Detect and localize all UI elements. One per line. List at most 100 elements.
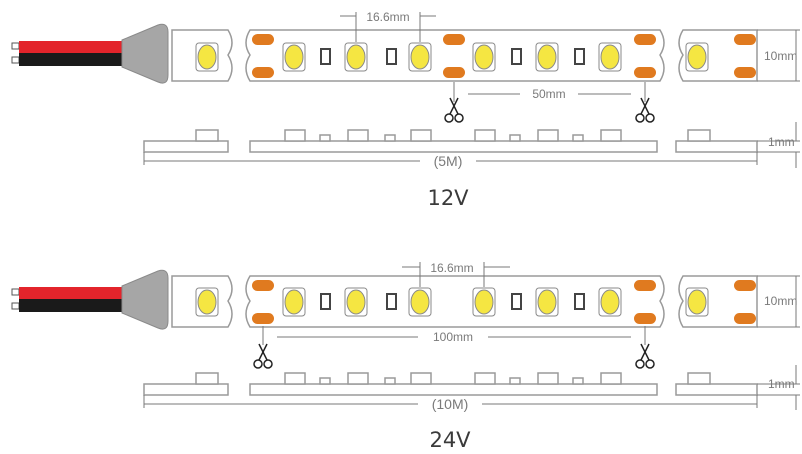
led-frame bbox=[408, 42, 432, 72]
scissors-icon bbox=[635, 343, 655, 369]
cut-interval-dimension bbox=[262, 326, 646, 345]
resistor bbox=[386, 293, 397, 310]
resistor bbox=[320, 293, 331, 310]
led-chip bbox=[197, 289, 217, 315]
length-label: (10M) bbox=[432, 396, 469, 412]
solder-pad bbox=[734, 67, 756, 78]
led-pitch-label: 16.6mm bbox=[430, 261, 473, 275]
width-dimension bbox=[757, 275, 800, 328]
voltage-label: 24V bbox=[429, 428, 471, 452]
resistor bbox=[574, 48, 585, 65]
led-pitch-label: 16.6mm bbox=[366, 10, 409, 24]
wire-tip-black bbox=[11, 302, 20, 310]
wire-red bbox=[19, 41, 127, 53]
led-frame bbox=[344, 287, 368, 317]
solder-pad bbox=[252, 67, 274, 78]
width-label: 10mm bbox=[764, 49, 797, 63]
solder-pad bbox=[634, 313, 656, 324]
led-frame bbox=[535, 287, 559, 317]
cut-interval-dimension bbox=[453, 82, 646, 102]
resistor bbox=[386, 48, 397, 65]
solder-pad bbox=[443, 67, 465, 78]
solder-pad bbox=[634, 280, 656, 291]
wire-red bbox=[19, 287, 127, 299]
solder-pad bbox=[634, 34, 656, 45]
thickness-label: 1mm bbox=[768, 135, 795, 149]
thickness-dimension bbox=[757, 365, 800, 410]
width-label: 10mm bbox=[764, 294, 797, 308]
led-chip bbox=[284, 289, 304, 315]
solder-pad bbox=[734, 313, 756, 324]
led-frame bbox=[195, 42, 219, 72]
resistor bbox=[511, 48, 522, 65]
wire-black bbox=[19, 53, 127, 66]
led-frame bbox=[685, 287, 709, 317]
led-chip bbox=[600, 289, 620, 315]
led-chip bbox=[284, 44, 304, 70]
solder-pad bbox=[443, 34, 465, 45]
led-chip bbox=[687, 44, 707, 70]
led-chip bbox=[410, 289, 430, 315]
width-dimension bbox=[757, 29, 800, 82]
solder-pad bbox=[252, 280, 274, 291]
side-profile bbox=[143, 372, 758, 396]
wire-tip-red bbox=[11, 288, 20, 296]
wire-tip-black bbox=[11, 56, 20, 64]
variant-12v: 16.6mm 50mm 10mm bbox=[11, 10, 800, 210]
cut-interval-label: 100mm bbox=[433, 330, 473, 344]
solder-pad bbox=[252, 313, 274, 324]
side-profile bbox=[143, 129, 758, 153]
connector-boot bbox=[121, 269, 169, 330]
led-pitch-dimension bbox=[402, 262, 510, 287]
resistor bbox=[320, 48, 331, 65]
led-chip bbox=[197, 44, 217, 70]
led-chip bbox=[600, 44, 620, 70]
led-chip bbox=[537, 44, 557, 70]
cut-interval-label: 50mm bbox=[532, 87, 565, 101]
led-chip bbox=[346, 44, 366, 70]
scissors-icon bbox=[253, 343, 273, 369]
led-chip bbox=[474, 44, 494, 70]
led-frame bbox=[195, 287, 219, 317]
solder-pad bbox=[734, 280, 756, 291]
led-frame bbox=[535, 42, 559, 72]
led-frame bbox=[598, 42, 622, 72]
scissors-icon bbox=[444, 97, 464, 123]
wire-connector bbox=[11, 269, 169, 330]
solder-pad bbox=[634, 67, 656, 78]
led-frame bbox=[282, 287, 306, 317]
led-chip bbox=[537, 289, 557, 315]
led-frame bbox=[344, 42, 368, 72]
led-frame bbox=[685, 42, 709, 72]
wire-tip-red bbox=[11, 42, 20, 50]
led-pitch-dimension bbox=[340, 12, 436, 42]
led-frame bbox=[598, 287, 622, 317]
thickness-label: 1mm bbox=[768, 377, 795, 391]
length-label: (5M) bbox=[434, 153, 463, 169]
led-row bbox=[195, 42, 709, 72]
length-dimension bbox=[143, 395, 758, 408]
led-frame bbox=[408, 287, 432, 317]
led-frame bbox=[472, 42, 496, 72]
wire-connector bbox=[11, 23, 169, 84]
connector-boot bbox=[121, 23, 169, 84]
variant-24v: 16.6mm 100mm 10mm bbox=[11, 261, 800, 452]
led-chip bbox=[474, 289, 494, 315]
solder-pad bbox=[734, 34, 756, 45]
thickness-dimension bbox=[757, 122, 800, 168]
led-frame bbox=[282, 42, 306, 72]
length-dimension bbox=[143, 152, 758, 165]
led-frame bbox=[472, 287, 496, 317]
wire-black bbox=[19, 299, 127, 312]
solder-pad bbox=[252, 34, 274, 45]
scissors-icon bbox=[635, 97, 655, 123]
strip-segment-main bbox=[245, 275, 665, 328]
resistor bbox=[574, 293, 585, 310]
led-chip bbox=[410, 44, 430, 70]
led-chip bbox=[687, 289, 707, 315]
voltage-label: 12V bbox=[427, 186, 469, 210]
led-chip bbox=[346, 289, 366, 315]
resistor bbox=[511, 293, 522, 310]
led-row bbox=[195, 287, 709, 317]
